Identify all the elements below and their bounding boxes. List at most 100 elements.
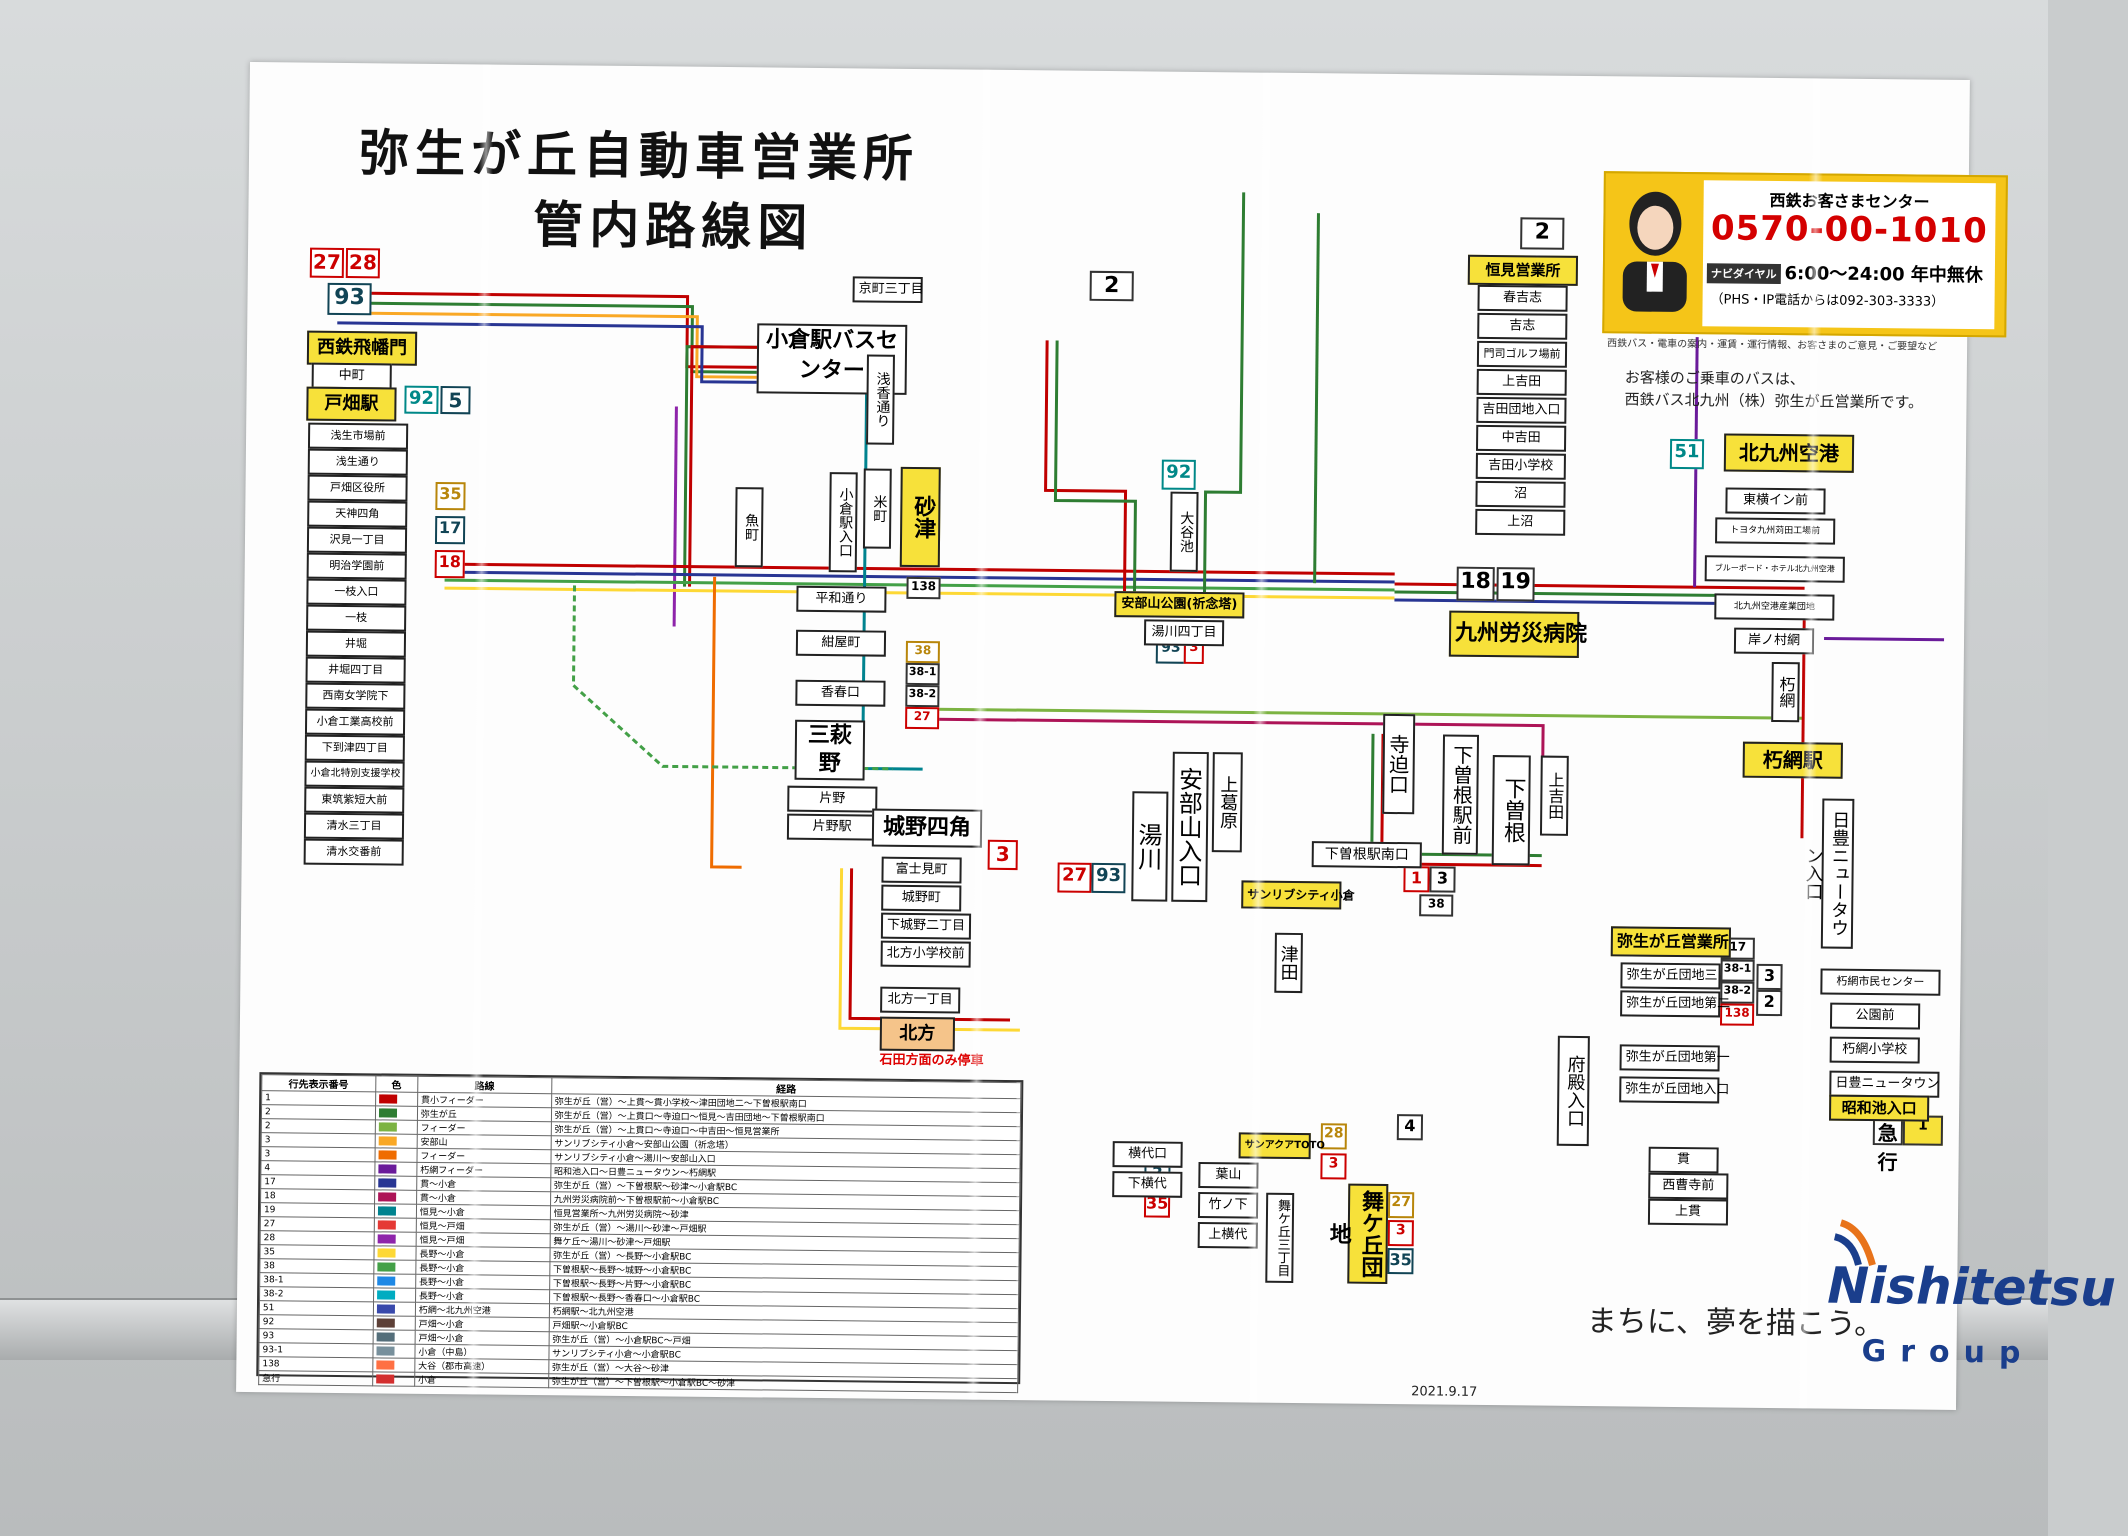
stop: 上吉田 <box>1539 755 1569 836</box>
stop: 寺迫口 <box>1382 713 1416 815</box>
legend-color-cell <box>372 1301 416 1317</box>
route-badge: 38-1 <box>905 662 940 686</box>
legend-color-cell <box>374 1133 418 1149</box>
legend-color-swatch <box>376 1289 395 1300</box>
stop: 沼 <box>1475 480 1566 508</box>
stop-kitagata: 北方 <box>879 1016 956 1052</box>
stop: 上貫 <box>1647 1198 1729 1226</box>
stop: 小倉駅入口 <box>828 472 858 573</box>
stop: 津田 <box>1274 932 1303 994</box>
route-line-purple <box>672 406 678 627</box>
legend-route-name: フィーダー <box>416 1148 551 1164</box>
route-badge: 17 <box>434 515 466 545</box>
route-badge: 35 <box>435 481 466 511</box>
stop-kusami-station: 朽網駅 <box>1742 741 1843 779</box>
route-badge: 92 <box>404 385 439 414</box>
route-badge: 18 <box>1456 566 1495 602</box>
legend-route-number: 38 <box>259 1258 374 1274</box>
stop: 朽網市民センター <box>1820 968 1941 996</box>
route-badge: 38 <box>905 640 940 664</box>
stop: 下横代 <box>1112 1171 1183 1198</box>
stop: 浅生通り <box>307 448 408 476</box>
operator-notice-line2: 西鉄バス北九州（株）弥生が丘営業所です。 <box>1624 390 1924 412</box>
legend-color-swatch <box>377 1177 396 1188</box>
stop: 弥生が丘団地第二 <box>1620 990 1730 1018</box>
legend-color-swatch <box>377 1233 396 1244</box>
stop: 朽網小学校 <box>1829 1036 1920 1064</box>
print-date: 2021.9.17 <box>1411 1384 1478 1400</box>
stop: 中吉田 <box>1475 424 1567 452</box>
stop: 舞ケ丘三丁目 <box>1265 1192 1295 1283</box>
legend-color-cell <box>373 1245 416 1261</box>
legend-color-swatch <box>377 1219 396 1230</box>
legend-route-number: 2 <box>261 1104 376 1120</box>
legend-header-color: 色 <box>375 1075 418 1093</box>
legend-route-name: 小倉 <box>414 1372 549 1388</box>
route-line-north-red <box>1044 340 1128 592</box>
route-line-north-green <box>1053 340 1137 592</box>
legend-color-swatch <box>378 1107 397 1118</box>
route-line-dotted-express <box>571 585 893 771</box>
legend-route-number: 18 <box>260 1188 375 1204</box>
route-badge: 27 <box>309 247 345 278</box>
legend-route-name: 小倉（中島） <box>414 1344 549 1360</box>
stop-yayoigaoka-depot: 弥生が丘営業所 <box>1610 926 1732 958</box>
route-badge: 1 <box>1403 866 1430 893</box>
legend-color-cell <box>375 1091 418 1107</box>
stop: 北方小学校前 <box>880 940 971 968</box>
route-badge: 2 <box>1520 217 1565 250</box>
nishitetsu-logo-icon <box>1833 1219 1876 1267</box>
route-badge: 93 <box>327 282 372 316</box>
route-line-yoshida <box>1203 192 1246 593</box>
stop: 吉田団地入口 <box>1476 396 1567 424</box>
stop: 浅生市場前 <box>307 422 409 450</box>
stop: 弥生が丘団地入口 <box>1619 1076 1729 1104</box>
stop: 上吉田 <box>1476 368 1567 396</box>
stop: ブルーボード・ホテル北九州空港 <box>1704 555 1845 583</box>
route-badge: 27 <box>905 706 940 730</box>
route-badge: 28 <box>345 248 381 279</box>
stop: 富士見町 <box>881 856 962 884</box>
stop: 紺屋町 <box>795 629 887 657</box>
route-badge: 35 <box>1387 1247 1414 1275</box>
stop: 西曹寺前 <box>1648 1172 1729 1200</box>
legend-route-number: 4 <box>260 1160 375 1176</box>
route-line-main-red <box>444 562 1395 576</box>
legend-color-cell <box>372 1357 415 1373</box>
route-line-south-yellow <box>838 868 1020 1032</box>
legend-color-cell <box>372 1343 415 1359</box>
stop: 平和通り <box>796 585 887 613</box>
legend-color-cell <box>374 1119 418 1135</box>
legend-route-number: 93 <box>259 1328 373 1344</box>
route-badge: 3 <box>1387 1219 1414 1247</box>
stop-sunatsu: 砂津 <box>899 466 941 568</box>
stop-showaike-iriguchi: 昭和池入口 <box>1829 1094 1930 1122</box>
legend-color-swatch <box>377 1191 396 1202</box>
route-badge: 38-1 <box>1720 959 1755 982</box>
stop: 横代口 <box>1112 1141 1183 1168</box>
legend-route-number: 3 <box>261 1132 375 1148</box>
stop: 清水交番前 <box>303 838 404 866</box>
stop: 城野町 <box>881 884 962 912</box>
legend-color-cell <box>372 1329 416 1345</box>
map-title-main: 弥生が丘自動車営業所 <box>358 123 920 189</box>
legend-color-swatch <box>377 1205 396 1216</box>
legend-route-number: 138 <box>258 1356 373 1372</box>
nishitetsu-logo: Nishitetsu <box>1826 1256 2117 1318</box>
stop: 魚町 <box>734 487 764 568</box>
stop: 東筑紫短大前 <box>304 786 405 814</box>
legend-route-name: 貫〜小倉 <box>416 1190 551 1206</box>
stop: 北方一丁目 <box>880 986 961 1014</box>
operator-notice-line1: お客様のご乗車のバスは、 <box>1624 368 1805 389</box>
legend-route-name: 戸畑〜小倉 <box>414 1330 549 1346</box>
legend-route-name: 戸畑〜小倉 <box>415 1316 550 1332</box>
operator-illustration-icon <box>1622 191 1687 312</box>
legend-color-cell <box>374 1189 417 1205</box>
stop: 門司ゴルフ場前 <box>1476 340 1568 368</box>
legend-color-swatch <box>377 1163 396 1174</box>
route-line-orange <box>710 576 742 869</box>
legend-color-swatch <box>376 1303 395 1314</box>
